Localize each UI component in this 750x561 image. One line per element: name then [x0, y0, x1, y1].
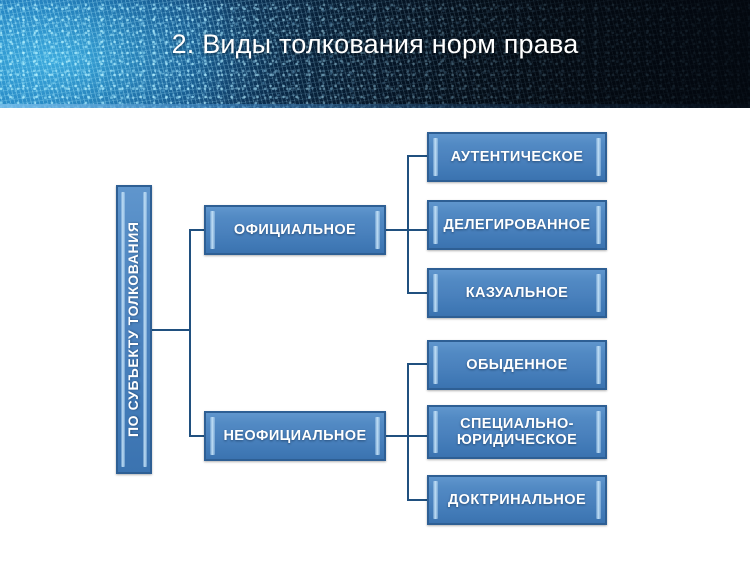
- connector-unofficial-bracket-lower: [407, 435, 409, 501]
- connector-official-stem: [386, 229, 409, 231]
- header-bottom-edge: [0, 104, 750, 108]
- connector-unofficial-stem: [386, 435, 409, 437]
- header-dark-fade: [0, 0, 750, 108]
- node-ordinary-label: ОБЫДЕННОЕ: [466, 356, 568, 373]
- node-authentic-label: АУТЕНТИЧЕСКОЕ: [450, 148, 584, 165]
- node-authentic[interactable]: АУТЕНТИЧЕСКОЕ: [427, 132, 607, 182]
- connector-root-bracket-lower: [189, 329, 191, 436]
- node-unofficial-label: НЕОФИЦИАЛЬНОЕ: [223, 427, 367, 444]
- connector-to-ordinary: [407, 363, 428, 365]
- node-casual-label: КАЗУАЛЬНОЕ: [465, 284, 569, 301]
- connector-to-authentic: [407, 155, 428, 157]
- node-special-legal[interactable]: СПЕЦИАЛЬНО- ЮРИДИЧЕСКОЕ: [427, 405, 607, 459]
- node-delegated[interactable]: ДЕЛЕГИРОВАННОЕ: [427, 200, 607, 250]
- connector-official-bracket-upper: [407, 156, 409, 230]
- connector-root-bracket-upper: [189, 230, 191, 331]
- connector-official-bracket-lower: [407, 229, 409, 293]
- node-root-label: ПО СУБЪЕКТУ ТОЛКОВАНИЯ: [125, 221, 142, 438]
- node-unofficial[interactable]: НЕОФИЦИАЛЬНОЕ: [204, 411, 386, 461]
- connector-to-doctrinal: [407, 499, 428, 501]
- node-doctrinal[interactable]: ДОКТРИНАЛЬНОЕ: [427, 475, 607, 525]
- node-casual[interactable]: КАЗУАЛЬНОЕ: [427, 268, 607, 318]
- node-official[interactable]: ОФИЦИАЛЬНОЕ: [204, 205, 386, 255]
- node-official-label: ОФИЦИАЛЬНОЕ: [233, 221, 357, 238]
- node-root-po-subyektu-tolkovaniya[interactable]: ПО СУБЪЕКТУ ТОЛКОВАНИЯ: [116, 185, 152, 474]
- connector-unofficial-bracket-upper: [407, 364, 409, 436]
- connector-to-casual: [407, 292, 428, 294]
- hierarchy-diagram: ПО СУБЪЕКТУ ТОЛКОВАНИЯ ОФИЦИАЛЬНОЕ НЕОФИ…: [0, 108, 750, 561]
- connector-to-unofficial: [189, 435, 205, 437]
- node-special-legal-label: СПЕЦИАЛЬНО- ЮРИДИЧЕСКОЕ: [456, 415, 578, 448]
- page-title: 2. Виды толкования норм права: [171, 29, 579, 59]
- connector-to-special: [407, 435, 428, 437]
- connector-to-official: [189, 229, 205, 231]
- node-delegated-label: ДЕЛЕГИРОВАННОЕ: [443, 216, 591, 233]
- slide-header-banner: 2. Виды толкования норм права: [0, 0, 750, 108]
- node-ordinary[interactable]: ОБЫДЕННОЕ: [427, 340, 607, 390]
- connector-root-stem: [152, 329, 190, 331]
- node-doctrinal-label: ДОКТРИНАЛЬНОЕ: [447, 491, 587, 508]
- connector-to-delegated: [407, 229, 428, 231]
